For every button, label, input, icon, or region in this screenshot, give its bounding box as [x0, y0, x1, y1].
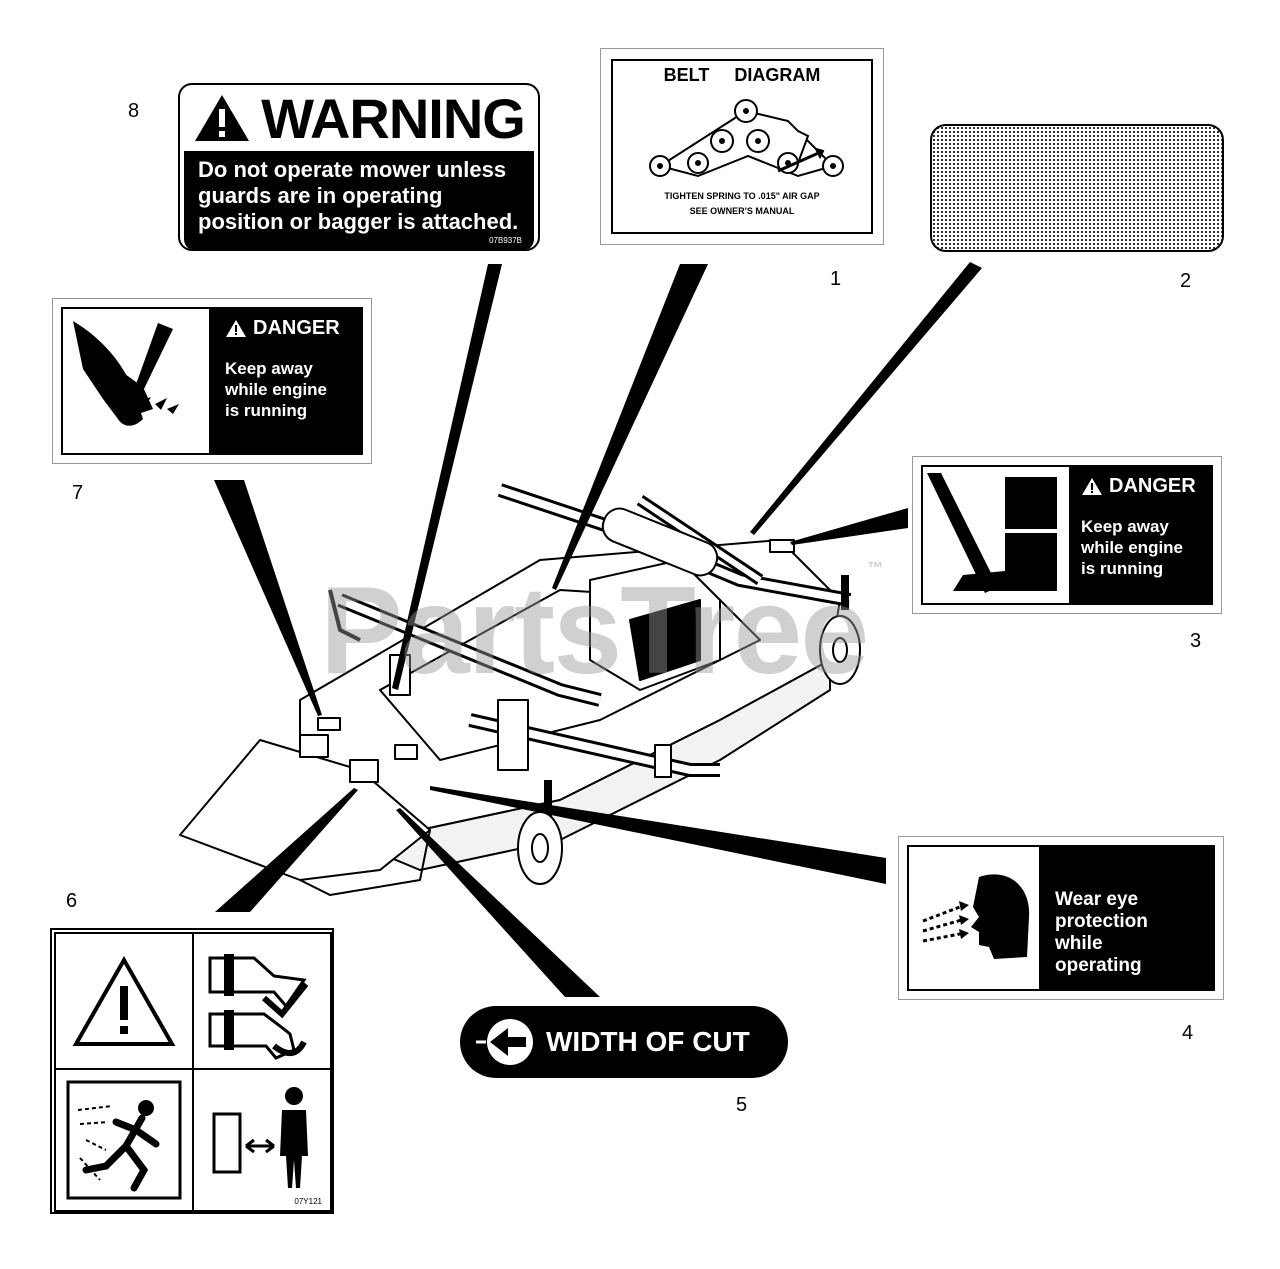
- danger-message: Keep away while engine is running: [1081, 517, 1184, 578]
- belt-routing-icon: [649, 99, 844, 178]
- chute-guard-icon: [208, 954, 309, 1060]
- foot-blade-hazard-icon: [927, 473, 1057, 593]
- keep-distance-icon: [212, 1087, 308, 1188]
- decal-5-width-of-cut: WIDTH OF CUT: [460, 1006, 788, 1078]
- hand-blade-hazard-icon: [73, 321, 179, 426]
- eye-protection-message: Wear eye protection while operating: [1039, 847, 1213, 989]
- warning-triangle-icon: [195, 95, 250, 141]
- callout-3: 3: [1190, 630, 1202, 652]
- danger-heading: DANGER: [1109, 475, 1196, 497]
- thrown-objects-icon: [66, 1080, 182, 1200]
- belt-diagram-title: BELT DIAGRAM: [663, 65, 821, 85]
- leader-lines: [214, 262, 982, 997]
- decal-3-danger: DANGER Keep away while engine is running: [912, 456, 1222, 614]
- watermark: PartsTree™: [320, 560, 883, 700]
- pictogram-chute-guard: [192, 932, 332, 1070]
- decal-2-blank: [930, 124, 1224, 252]
- pictogram-alert: [54, 932, 194, 1070]
- callout-2: 2: [1180, 270, 1192, 292]
- eye-protection-icon: [922, 874, 1030, 959]
- rear-caster-wheel: [819, 575, 861, 685]
- pictogram-keep-distance: 07Y121: [192, 1068, 332, 1212]
- danger-message: Keep away while engine is running: [225, 359, 328, 420]
- decal-1-belt-diagram: BELT DIAGRAM TIGHTEN SPRING TO .015" AIR…: [600, 48, 884, 245]
- arrow-left-circle-icon: [476, 1019, 533, 1065]
- warning-heading: WARNING: [261, 86, 526, 150]
- danger-heading: DANGER: [253, 317, 340, 339]
- decal-6-safety-pictograms: 07Y121: [50, 928, 334, 1214]
- callout-6: 6: [66, 890, 78, 912]
- decal-8-warning: WARNING Do not operate mower unless guar…: [178, 83, 540, 251]
- decal-4-eye-protection: Wear eye protection while operating: [898, 836, 1224, 1000]
- alert-triangle-icon: [72, 955, 176, 1046]
- decal-code: 07B937B: [489, 236, 522, 245]
- callout-8: 8: [128, 100, 140, 122]
- decal-code: 07Y121: [294, 1197, 322, 1206]
- callout-4: 4: [1182, 1022, 1194, 1044]
- callout-1: 1: [830, 268, 842, 290]
- decal-7-danger: DANGER Keep away while engine is running: [52, 298, 372, 464]
- callout-5: 5: [736, 1094, 748, 1116]
- belt-diagram-note: TIGHTEN SPRING TO .015" AIR GAP SEE OWNE…: [664, 191, 820, 216]
- callout-7: 7: [72, 482, 84, 504]
- pictogram-thrown-objects: [54, 1068, 194, 1212]
- warning-message: Do not operate mower unless guards are i…: [198, 157, 519, 234]
- danger-triangle-icon: [226, 320, 246, 337]
- danger-triangle-icon: [1082, 478, 1102, 495]
- width-of-cut-label: WIDTH OF CUT: [546, 1026, 750, 1057]
